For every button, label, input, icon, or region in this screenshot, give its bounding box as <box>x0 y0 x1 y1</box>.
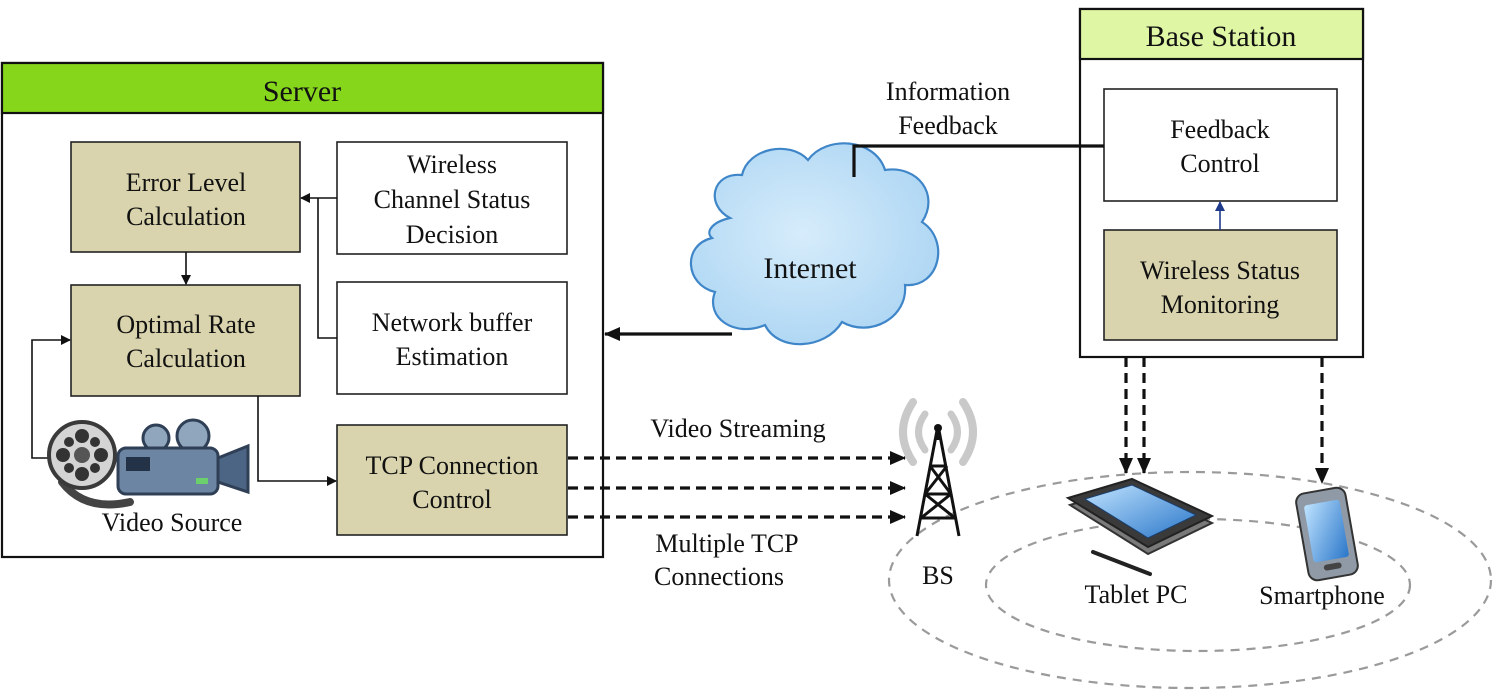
error-level-box <box>70 141 301 253</box>
wireless-monitoring-box <box>1103 229 1338 341</box>
video-source-icon <box>47 418 250 509</box>
internet-cloud: Internet <box>689 142 940 346</box>
tablet-pc-label: Tablet PC <box>1085 580 1188 609</box>
multiple-tcp-line2: Connections <box>654 562 784 591</box>
wireless-channel-line2: Channel Status <box>374 185 531 214</box>
information-feedback-line2: Feedback <box>898 111 998 140</box>
optimal-rate-line2: Calculation <box>126 344 246 373</box>
base-station-title: Base Station <box>1146 20 1297 53</box>
optimal-rate-box <box>70 284 301 397</box>
smartphone-icon <box>1295 486 1359 582</box>
feedback-control-line1: Feedback <box>1170 115 1270 144</box>
bs-label: BS <box>922 561 954 590</box>
multiple-tcp-line1: Multiple TCP <box>655 529 798 558</box>
tcp-control-box <box>336 424 568 536</box>
line-feedback-to-internet <box>852 144 1104 177</box>
base-station-panel: Base Station Feedback Control Wireless S… <box>1078 7 1365 359</box>
arrow-optimal-to-tcp <box>257 396 337 486</box>
wireless-monitoring-line1: Wireless Status <box>1140 256 1300 285</box>
tablet-pc-icon <box>1065 477 1215 576</box>
line-buffer-to-error <box>317 198 337 339</box>
internet-label: Internet <box>763 252 857 285</box>
wireless-channel-box <box>336 141 568 255</box>
wireless-monitoring-line2: Monitoring <box>1161 290 1279 319</box>
server-header <box>0 61 605 115</box>
optimal-rate-line1: Optimal Rate <box>116 310 255 339</box>
bs-tower-icon <box>899 398 977 537</box>
network-buffer-line1: Network buffer <box>372 308 533 337</box>
smartphone-label: Smartphone <box>1259 581 1385 610</box>
error-level-line2: Calculation <box>126 202 246 231</box>
coverage-outer-ellipse <box>887 470 1493 690</box>
information-feedback-line1: Information <box>886 77 1010 106</box>
error-level-line1: Error Level <box>126 168 247 197</box>
network-buffer-box <box>336 281 568 395</box>
feedback-control-line2: Control <box>1180 149 1259 178</box>
server-title: Server <box>263 75 341 108</box>
video-streaming-label: Video Streaming <box>650 414 825 443</box>
coverage-inner-ellipse <box>984 517 1412 653</box>
tcp-control-line1: TCP Connection <box>365 451 538 480</box>
video-source-label: Video Source <box>102 508 243 537</box>
base-station-header <box>1078 7 1365 61</box>
wireless-channel-line1: Wireless <box>407 150 497 179</box>
arrow-video-to-optimal <box>31 335 71 459</box>
tcp-control-line2: Control <box>412 485 491 514</box>
server-panel: Server Error Level Calculation Optimal R… <box>0 61 605 559</box>
feedback-control-box <box>1103 88 1338 202</box>
wireless-channel-line3: Decision <box>406 220 498 249</box>
network-buffer-line2: Estimation <box>396 342 509 371</box>
